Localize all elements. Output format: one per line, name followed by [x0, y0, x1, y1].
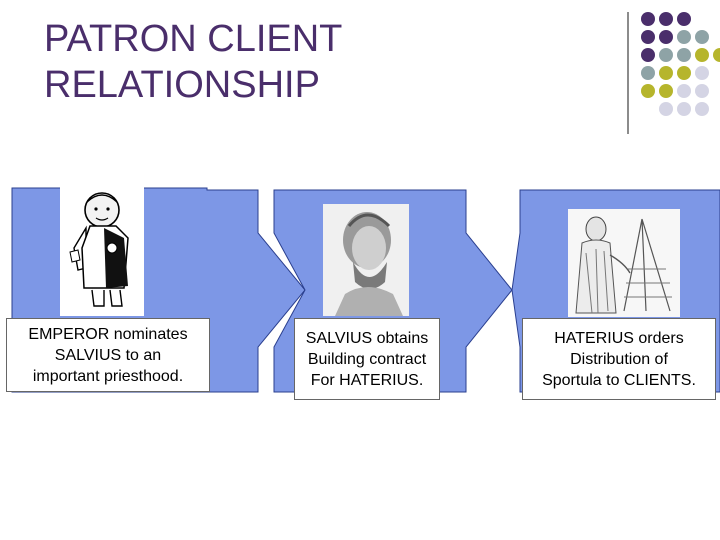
step-3-caption: HATERIUS orders Distribution of Sportula…	[522, 318, 716, 400]
emperor-cartoon-figure	[60, 186, 144, 316]
title-line-2: RELATIONSHIP	[44, 64, 320, 106]
step-2-caption-text: SALVIUS obtains Building contract For HA…	[305, 329, 429, 389]
step-1-caption-text: EMPEROR nominates SALVIUS to an importan…	[28, 325, 188, 385]
slide-title: PATRON CLIENT RELATIONSHIP	[44, 16, 342, 108]
salvius-bust-portrait	[323, 204, 409, 316]
dot-row-2	[641, 30, 709, 44]
step-1-caption: EMPEROR nominates SALVIUS to an importan…	[6, 318, 210, 392]
decorative-divider	[627, 12, 629, 134]
title-line-1: PATRON CLIENT	[44, 18, 343, 60]
dot-row-6	[659, 102, 709, 116]
decorative-dot-grid	[641, 12, 720, 116]
haterius-figure-sketch	[568, 209, 680, 317]
step-2-caption: SALVIUS obtains Building contract For HA…	[294, 318, 440, 400]
dot-row-1	[641, 12, 691, 26]
step-3-caption-text: HATERIUS orders Distribution of Sportula…	[542, 329, 696, 389]
dot-row-5	[641, 84, 709, 98]
dot-row-3	[641, 48, 720, 62]
dot-row-4	[641, 66, 709, 80]
